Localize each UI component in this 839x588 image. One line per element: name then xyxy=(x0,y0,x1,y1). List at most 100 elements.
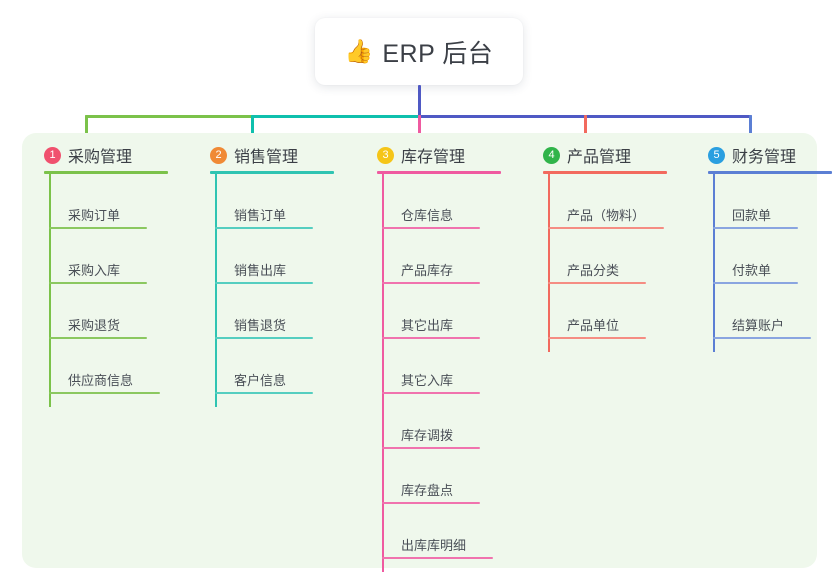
leaf-item[interactable]: 采购订单 xyxy=(49,174,147,229)
leaf-label: 结算账户 xyxy=(732,318,785,333)
branch-badge-5: 5 xyxy=(708,146,725,164)
leaf-rule xyxy=(49,337,147,339)
leaf-label: 库存盘点 xyxy=(401,483,454,498)
leaf-item[interactable]: 结算账户 xyxy=(713,284,811,339)
leaf-label: 其它入库 xyxy=(401,373,454,388)
leaf-item[interactable]: 回款单 xyxy=(713,174,798,229)
drop-connector-1 xyxy=(85,115,88,150)
drop-connector-4 xyxy=(584,115,587,150)
leaf-item[interactable]: 销售订单 xyxy=(215,174,313,229)
leaf-rule xyxy=(215,337,313,339)
leaf-rule xyxy=(382,557,493,559)
root-node-card[interactable]: 👍 ERP 后台 xyxy=(315,18,523,85)
leaf-item[interactable]: 销售退货 xyxy=(215,284,313,339)
branch-title-5: 财务管理 xyxy=(732,149,797,166)
leaf-label: 产品（物料） xyxy=(567,208,646,223)
leaf-rule xyxy=(713,337,811,339)
leaf-label: 采购订单 xyxy=(68,208,121,223)
leaf-label: 采购入库 xyxy=(68,263,121,278)
leaf-item[interactable]: 仓库信息 xyxy=(382,174,480,229)
drop-connector-2 xyxy=(251,115,254,150)
root-node-content: 👍 ERP 后台 xyxy=(345,34,494,70)
leaf-item[interactable]: 客户信息 xyxy=(215,339,313,394)
branch-spine-2 xyxy=(215,174,217,407)
leaf-rule xyxy=(548,282,646,284)
branch-title-2: 销售管理 xyxy=(234,149,299,166)
leaf-label: 仓库信息 xyxy=(401,208,454,223)
leaf-item[interactable]: 产品（物料） xyxy=(548,174,664,229)
leaf-rule xyxy=(382,502,480,504)
leaf-rule xyxy=(49,282,147,284)
leaf-label: 付款单 xyxy=(732,263,772,278)
drop-connector-3 xyxy=(418,115,421,150)
leaf-rule xyxy=(382,392,480,394)
leaf-rule xyxy=(49,227,147,229)
leaf-rule xyxy=(215,282,313,284)
branch-header-5[interactable]: 5 财务管理 xyxy=(708,143,796,167)
leaf-label: 产品单位 xyxy=(567,318,620,333)
leaf-label: 回款单 xyxy=(732,208,772,223)
leaf-label: 库存调拨 xyxy=(401,428,454,443)
branch-rule-5 xyxy=(708,171,832,174)
leaf-rule xyxy=(382,337,480,339)
leaf-item[interactable]: 库存盘点 xyxy=(382,449,480,504)
leaf-item[interactable]: 产品分类 xyxy=(548,229,646,284)
branch-header-3[interactable]: 3 库存管理 xyxy=(377,143,465,167)
leaf-label: 采购退货 xyxy=(68,318,121,333)
leaf-rule xyxy=(548,227,664,229)
branch-spine-3 xyxy=(382,174,384,572)
leaf-item[interactable]: 供应商信息 xyxy=(49,339,160,394)
branch-rule-3 xyxy=(377,171,501,174)
leaf-item[interactable]: 库存调拨 xyxy=(382,394,480,449)
leaf-rule xyxy=(382,227,480,229)
drop-connector-5 xyxy=(749,115,752,150)
leaf-item[interactable]: 其它出库 xyxy=(382,284,480,339)
branch-title-1: 采购管理 xyxy=(68,149,133,166)
leaf-rule xyxy=(713,282,798,284)
leaf-label: 其它出库 xyxy=(401,318,454,333)
leaf-item[interactable]: 付款单 xyxy=(713,229,798,284)
branches-panel: 1 采购管理 采购订单 采购入库 采购退货 供应商信息 xyxy=(22,133,832,572)
branch-spine-5 xyxy=(713,174,715,352)
leaf-item[interactable]: 其它入库 xyxy=(382,339,480,394)
branch-badge-4: 4 xyxy=(543,146,560,164)
bus-segment-teal xyxy=(251,115,420,118)
leaf-label: 客户信息 xyxy=(234,373,287,388)
leaf-rule xyxy=(215,227,313,229)
leaf-item[interactable]: 采购入库 xyxy=(49,229,147,284)
branch-badge-1: 1 xyxy=(44,146,61,164)
leaf-rule xyxy=(548,337,646,339)
leaf-label: 销售退货 xyxy=(234,318,287,333)
leaf-label: 销售出库 xyxy=(234,263,287,278)
branch-rule-1 xyxy=(44,171,168,174)
leaf-item[interactable]: 产品单位 xyxy=(548,284,646,339)
leaf-rule xyxy=(49,392,160,394)
leaf-rule xyxy=(713,227,798,229)
branch-header-4[interactable]: 4 产品管理 xyxy=(543,143,631,167)
branch-badge-3: 3 xyxy=(377,146,394,164)
branch-header-1[interactable]: 1 采购管理 xyxy=(44,143,132,167)
branch-badge-2: 2 xyxy=(210,146,227,164)
leaf-item[interactable]: 销售出库 xyxy=(215,229,313,284)
thumbs-up-emoji: 👍 xyxy=(344,38,374,64)
leaf-rule xyxy=(215,392,313,394)
leaf-item[interactable]: 产品库存 xyxy=(382,229,480,284)
bus-segment-green xyxy=(85,115,253,118)
branch-title-3: 库存管理 xyxy=(401,149,466,166)
branch-rule-4 xyxy=(543,171,667,174)
leaf-rule xyxy=(382,282,480,284)
leaf-rule xyxy=(382,447,480,449)
leaf-label: 产品库存 xyxy=(401,263,454,278)
branch-spine-4 xyxy=(548,174,550,352)
leaf-item[interactable]: 出库库明细 xyxy=(382,504,493,559)
leaf-label: 出库库明细 xyxy=(401,538,467,553)
branch-header-2[interactable]: 2 销售管理 xyxy=(210,143,298,167)
root-node-title: ERP 后台 xyxy=(382,39,494,68)
branch-spine-1 xyxy=(49,174,51,407)
leaf-label: 销售订单 xyxy=(234,208,287,223)
leaf-item[interactable]: 采购退货 xyxy=(49,284,147,339)
leaf-label: 供应商信息 xyxy=(68,373,134,388)
leaf-label: 产品分类 xyxy=(567,263,620,278)
branch-rule-2 xyxy=(210,171,334,174)
